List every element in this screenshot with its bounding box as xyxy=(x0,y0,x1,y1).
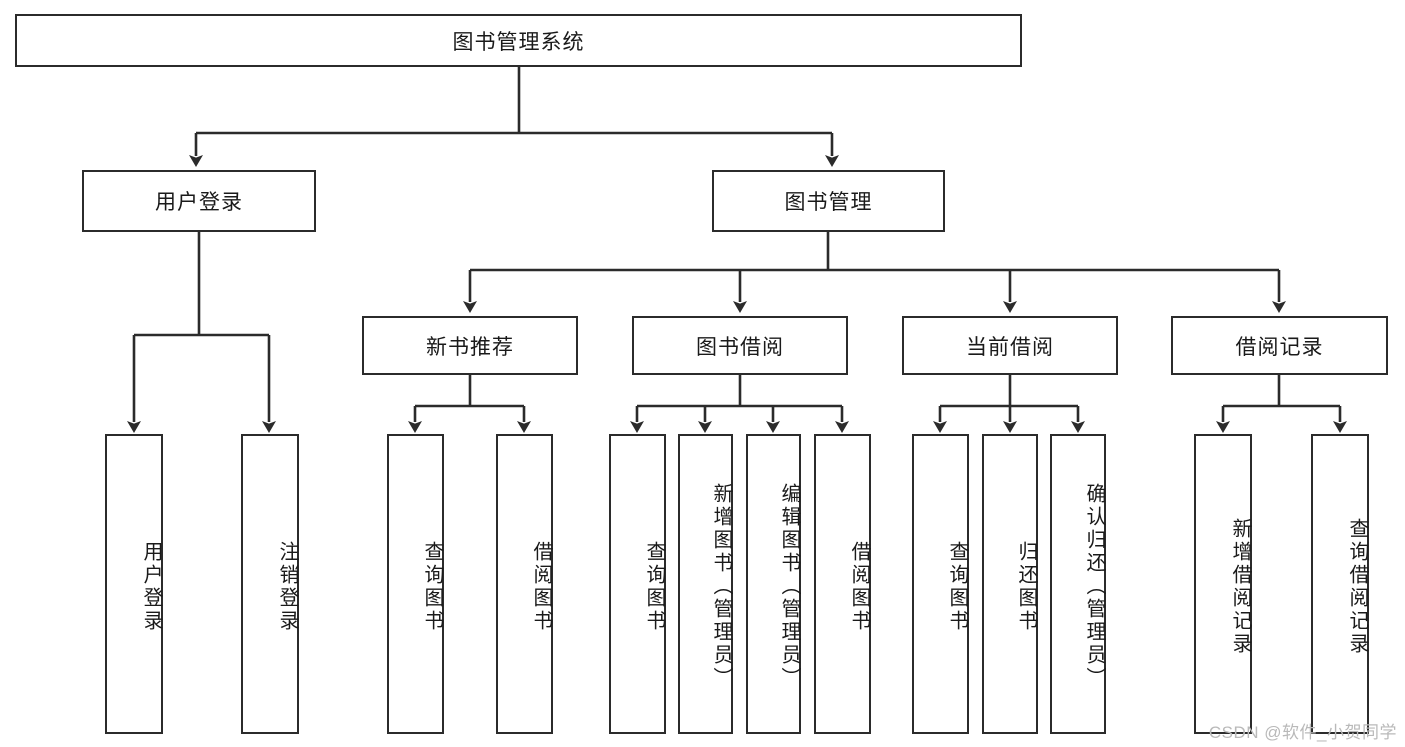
node-book-management[interactable]: 图书管理 xyxy=(712,170,945,232)
node-label: 当前借阅 xyxy=(966,335,1054,359)
node-label: 注销登录 xyxy=(276,541,298,633)
node-label: 新书推荐 xyxy=(426,335,514,359)
node-label: 图书管理系统 xyxy=(452,30,585,54)
node-label: 确认归还（管理员） xyxy=(1083,482,1105,690)
leaf-query-borrow-record[interactable]: 查询借阅记录 xyxy=(1311,434,1369,734)
leaf-query-book-2[interactable]: 查询图书 xyxy=(609,434,666,734)
leaf-return-book[interactable]: 归还图书 xyxy=(982,434,1038,734)
csdn-watermark: CSDN @软件_小贺同学 xyxy=(1208,723,1397,742)
node-label: 新增借阅记录 xyxy=(1229,518,1251,656)
node-label: 归还图书 xyxy=(1015,541,1037,633)
leaf-add-book[interactable]: 新增图书（管理员） xyxy=(678,434,733,734)
leaf-borrow-book-2[interactable]: 借阅图书 xyxy=(814,434,871,734)
leaf-user-logout[interactable]: 注销登录 xyxy=(241,434,299,734)
leaf-query-book-1[interactable]: 查询图书 xyxy=(387,434,444,734)
node-label: 用户登录 xyxy=(140,541,162,633)
node-borrow-record[interactable]: 借阅记录 xyxy=(1171,316,1388,375)
node-label: 查询图书 xyxy=(421,541,443,633)
node-label: 图书管理 xyxy=(784,191,873,214)
node-label: 新增图书（管理员） xyxy=(710,482,732,690)
node-label: 借阅记录 xyxy=(1235,335,1324,359)
node-new-book-recommend[interactable]: 新书推荐 xyxy=(362,316,578,375)
node-label: 查询图书 xyxy=(643,541,665,633)
node-user-login[interactable]: 用户登录 xyxy=(82,170,316,232)
node-label: 查询图书 xyxy=(946,541,968,633)
node-book-management-system[interactable]: 图书管理系统 xyxy=(15,14,1022,67)
leaf-query-book-3[interactable]: 查询图书 xyxy=(912,434,969,734)
leaf-add-borrow-record[interactable]: 新增借阅记录 xyxy=(1194,434,1252,734)
leaf-confirm-return[interactable]: 确认归还（管理员） xyxy=(1050,434,1106,734)
node-current-borrow[interactable]: 当前借阅 xyxy=(902,316,1118,375)
node-label: 编辑图书（管理员） xyxy=(778,482,800,690)
node-book-borrow[interactable]: 图书借阅 xyxy=(632,316,848,375)
leaf-edit-book[interactable]: 编辑图书（管理员） xyxy=(746,434,801,734)
node-label: 查询借阅记录 xyxy=(1346,518,1368,656)
node-label: 图书借阅 xyxy=(696,335,784,359)
node-label: 用户登录 xyxy=(155,191,243,214)
node-label: 借阅图书 xyxy=(848,541,870,633)
leaf-borrow-book-1[interactable]: 借阅图书 xyxy=(496,434,553,734)
leaf-user-login[interactable]: 用户登录 xyxy=(105,434,163,734)
node-label: 借阅图书 xyxy=(530,541,552,633)
